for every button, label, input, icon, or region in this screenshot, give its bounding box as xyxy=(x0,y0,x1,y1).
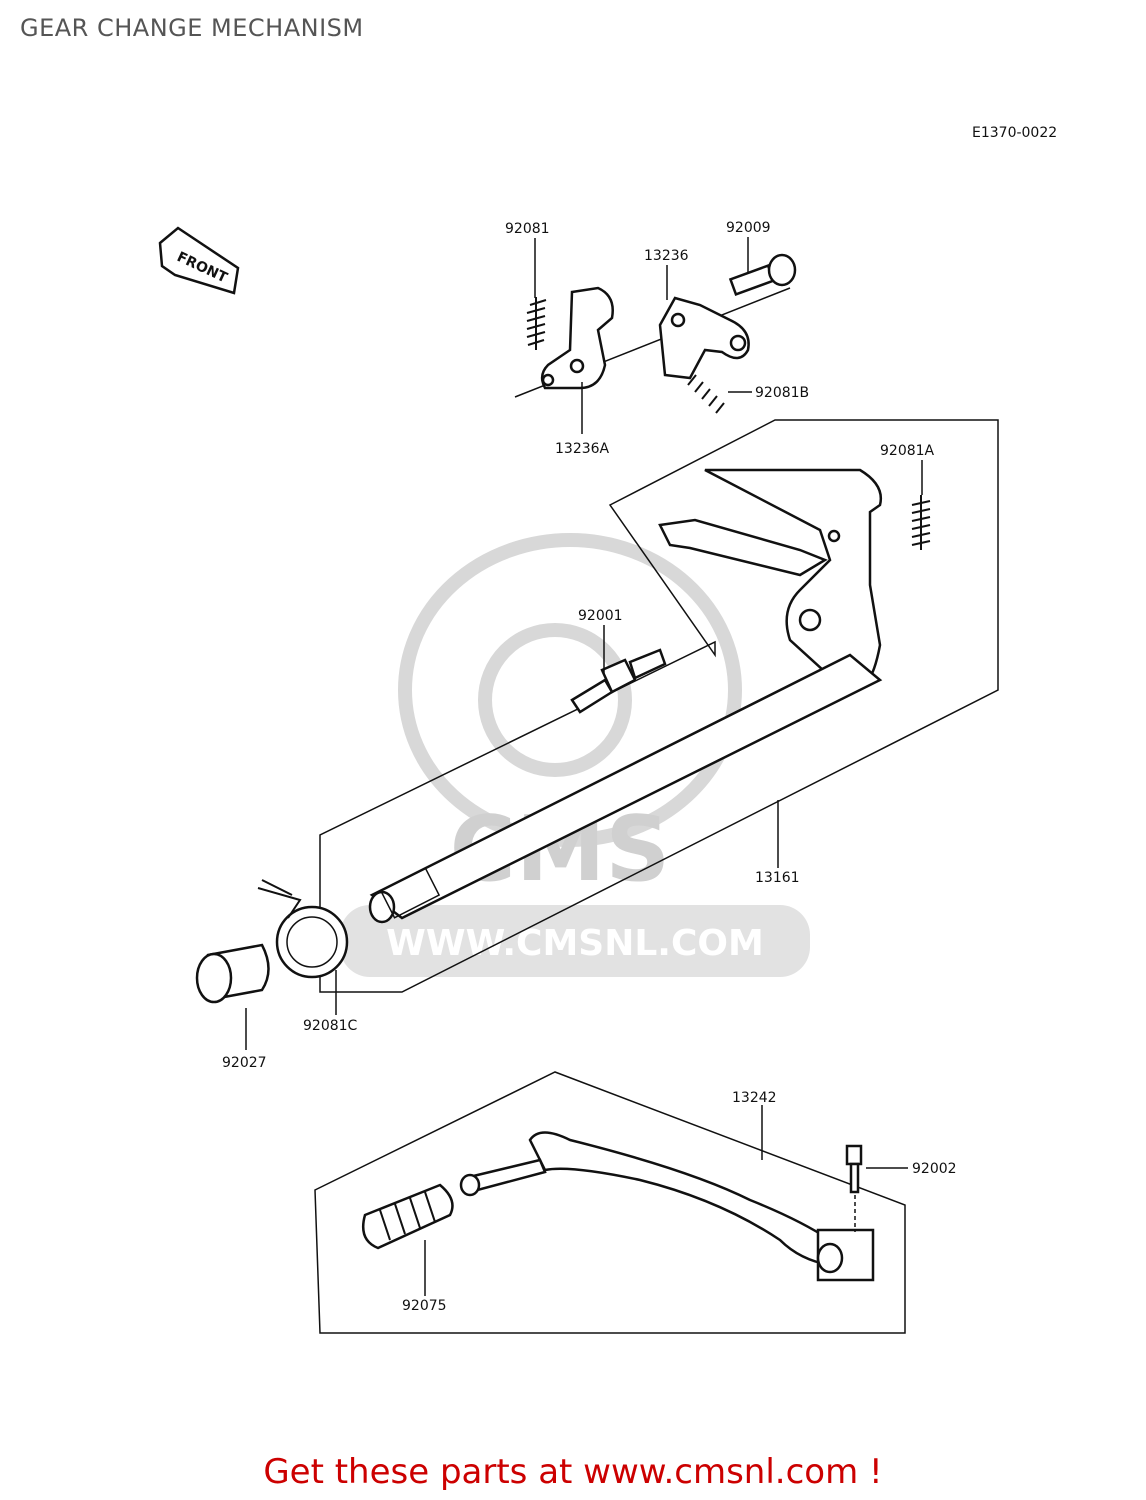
bolt-pin xyxy=(628,648,667,680)
page-title: GEAR CHANGE MECHANISM xyxy=(20,14,364,42)
part-label-13236A[interactable]: 13236A xyxy=(555,441,610,457)
plate-hole xyxy=(569,358,585,374)
pedal-peg-end xyxy=(459,1173,481,1197)
part-label-92081[interactable]: 92081 xyxy=(505,221,550,237)
plate-hole xyxy=(729,334,747,352)
collar-92027 xyxy=(195,943,270,1004)
front-arrow: FRONT xyxy=(158,226,240,295)
bolt-thread xyxy=(570,678,614,714)
collar-end xyxy=(195,952,233,1004)
shift-arm-hole xyxy=(798,608,822,632)
shaft-spline xyxy=(379,867,441,919)
spring-92081C xyxy=(257,879,349,979)
spring-92081B xyxy=(687,374,725,414)
bolt-92009 xyxy=(728,253,797,296)
part-label-92075[interactable]: 92075 xyxy=(402,1298,447,1314)
shift-arm-assembly xyxy=(658,468,931,693)
bolt-92001 xyxy=(570,648,667,714)
watermark-url-text: WWW.CMSNL.COM xyxy=(386,923,764,964)
part-label-92002[interactable]: 92002 xyxy=(912,1161,957,1177)
shaft-end xyxy=(368,890,396,924)
leader-lines xyxy=(245,237,923,1296)
watermark-url-band xyxy=(340,905,810,977)
watermark-logo-face xyxy=(478,623,632,777)
bolt-head xyxy=(767,253,797,287)
part-label-13242[interactable]: 13242 xyxy=(732,1090,777,1106)
part-label-13236[interactable]: 13236 xyxy=(644,248,689,264)
rubber-ribs xyxy=(379,1191,436,1241)
bolt-92002 xyxy=(845,1144,863,1232)
upper-assembly xyxy=(514,253,797,414)
pedal-arm xyxy=(528,1131,832,1267)
bolt-head xyxy=(845,1144,863,1166)
shaft-13161 xyxy=(368,653,883,924)
spring-hook xyxy=(257,879,302,919)
bolt-shank xyxy=(849,1162,860,1194)
front-arrow-icon xyxy=(158,226,240,295)
part-label-13161[interactable]: 13161 xyxy=(755,870,800,886)
watermark: CMS WWW.CMSNL.COM xyxy=(340,533,810,977)
bolt-shank xyxy=(728,264,776,296)
part-label-92027[interactable]: 92027 xyxy=(222,1055,267,1071)
rubber-92075 xyxy=(361,1183,454,1250)
pedal-13242 xyxy=(459,1131,875,1282)
watermark-logo-ring xyxy=(398,533,742,847)
part-label-92009[interactable]: 92009 xyxy=(726,220,771,236)
diagram-code: E1370-0022 xyxy=(972,125,1057,141)
pedal-group-outline xyxy=(314,1071,906,1334)
part-label-92001[interactable]: 92001 xyxy=(578,608,623,624)
plate-13236A xyxy=(540,286,614,390)
spring-92081 xyxy=(526,297,547,350)
plate-hole xyxy=(541,373,555,387)
spring-coil-inner xyxy=(286,916,338,968)
plate-hole xyxy=(670,312,686,328)
footer-cta-link[interactable]: Get these parts at www.cmsnl.com ! xyxy=(263,1452,883,1492)
part-label-92081A[interactable]: 92081A xyxy=(880,443,935,459)
shaft-group-outline xyxy=(319,419,999,993)
part-label-92081C[interactable]: 92081C xyxy=(303,1018,358,1034)
shift-arm-lower xyxy=(658,518,828,577)
bolt-hex xyxy=(600,658,637,694)
part-label-92081B[interactable]: 92081B xyxy=(755,385,809,401)
shift-arm-hole xyxy=(827,529,841,543)
rubber-body xyxy=(361,1183,454,1250)
pedal-clamp-hole xyxy=(816,1242,844,1274)
part-labels: 92081 13236 92009 92081B 13236A 92081A 9… xyxy=(222,220,957,1314)
